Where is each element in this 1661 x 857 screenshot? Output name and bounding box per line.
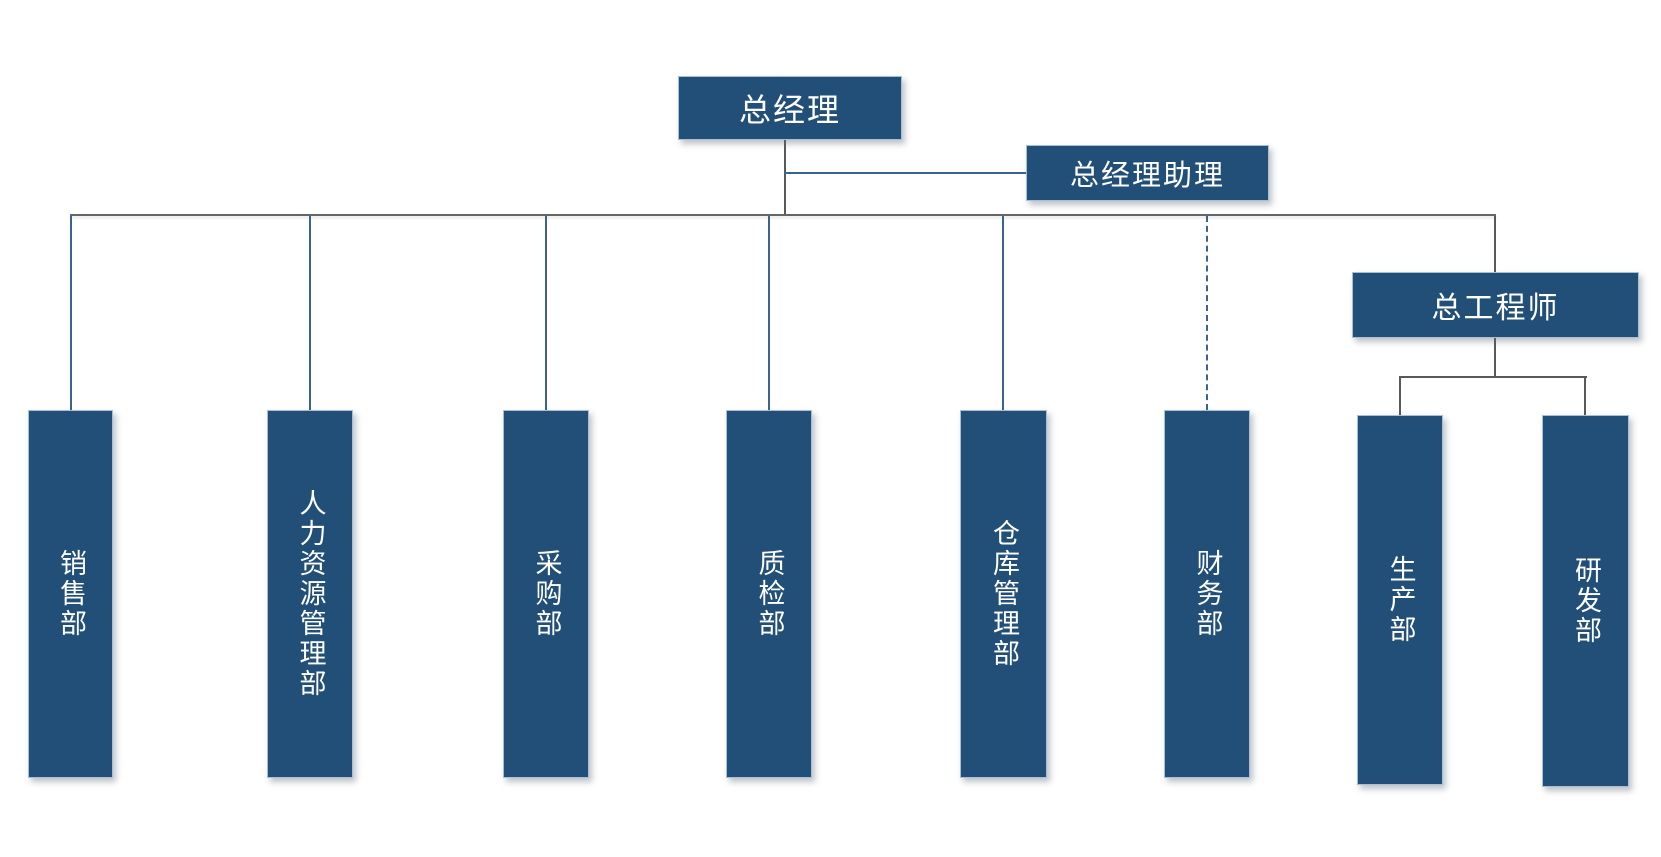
node-general-manager: 总经理 — [678, 76, 902, 140]
connector-drop-chief-engineer — [1494, 216, 1496, 272]
node-production-dept-label: 生产部 — [1385, 555, 1416, 645]
connector-drop-warehouse — [1002, 216, 1004, 410]
connector-main-rail — [70, 214, 1496, 216]
connector-gm-drop — [784, 140, 786, 215]
connector-drop-hr — [309, 216, 311, 410]
node-qc-dept: 质检部 — [726, 410, 812, 778]
connector-drop-sales — [70, 216, 72, 410]
node-assistant-label: 总经理助理 — [1069, 160, 1225, 192]
node-purchasing-dept-label: 采购部 — [531, 549, 562, 639]
node-qc-dept-label: 质检部 — [754, 549, 785, 639]
node-warehouse-dept: 仓库管理部 — [960, 410, 1047, 778]
connector-drop-purchasing — [545, 216, 547, 410]
node-sales-dept-label: 销售部 — [56, 549, 86, 639]
node-chief-engineer-label: 总工程师 — [1431, 292, 1560, 325]
connector-chief-bracket — [1399, 376, 1587, 378]
node-assistant: 总经理助理 — [1026, 145, 1269, 201]
node-production-dept: 生产部 — [1357, 415, 1443, 785]
connector-drop-production — [1399, 377, 1401, 415]
node-warehouse-dept-label: 仓库管理部 — [989, 519, 1019, 669]
node-rd-dept-label: 研发部 — [1571, 556, 1601, 646]
node-hr-dept: 人力资源管理部 — [267, 410, 353, 778]
connector-chief-stub — [1494, 338, 1496, 377]
connector-drop-rd — [1584, 377, 1586, 415]
node-sales-dept: 销售部 — [28, 410, 113, 778]
node-chief-engineer: 总工程师 — [1352, 272, 1639, 338]
node-finance-dept-label: 财务部 — [1192, 549, 1223, 639]
node-purchasing-dept: 采购部 — [503, 410, 589, 778]
node-general-manager-label: 总经理 — [738, 92, 841, 128]
connector-drop-finance-dashed — [1206, 216, 1208, 410]
connector-assistant-branch — [784, 172, 1027, 174]
node-rd-dept: 研发部 — [1542, 415, 1629, 787]
node-finance-dept: 财务部 — [1164, 410, 1250, 778]
node-hr-dept-label: 人力资源管理部 — [295, 489, 326, 699]
connector-drop-qc — [768, 216, 770, 410]
